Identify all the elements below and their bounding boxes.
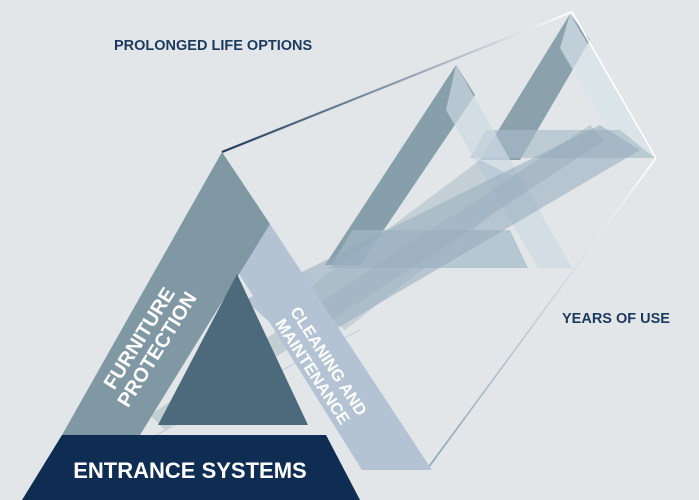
front-triangle (22, 152, 432, 500)
cleaning-extrusion-upper (300, 160, 530, 330)
prism-right-edge (571, 11, 657, 159)
entrance-systems-label: ENTRANCE SYSTEMS (73, 458, 306, 483)
furniture-protection-band (62, 152, 270, 435)
ghost-mid-left-leg (325, 65, 475, 265)
ghost-mid-right-leg (446, 65, 572, 268)
entrance-systems-band (22, 435, 360, 500)
prism-top-edge (221, 10, 573, 154)
inner-triangle (158, 274, 308, 425)
ghost-right-right-leg (560, 14, 655, 158)
prism-side-edge (427, 157, 657, 469)
cleaning-extrusion (245, 125, 640, 350)
prolonged-life-label: PROLONGED LIFE OPTIONS (114, 38, 313, 54)
cleaning-maintenance-band (238, 224, 432, 470)
years-of-use-label: YEARS OF USE (562, 311, 670, 327)
